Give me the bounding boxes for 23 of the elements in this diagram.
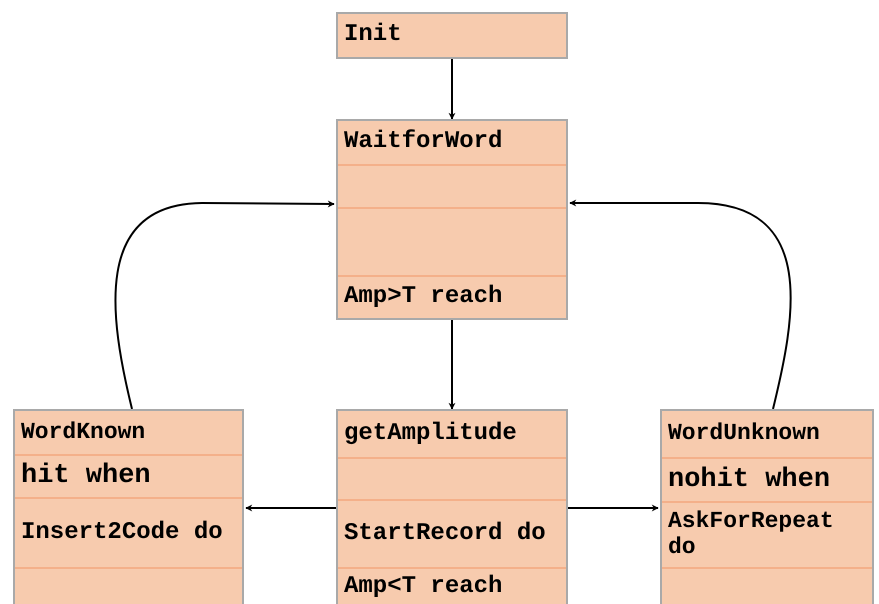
arrow	[448, 320, 456, 410]
arrow	[569, 200, 792, 410]
state-box	[336, 12, 568, 59]
state-box	[660, 409, 874, 604]
state-row-text: Amp<T reach	[344, 574, 502, 600]
state-box	[13, 409, 244, 604]
arrow	[245, 504, 336, 512]
arrow	[448, 59, 456, 120]
arrow	[568, 504, 659, 512]
state-box	[336, 409, 568, 604]
state-row-text: Amp>T reach	[344, 284, 502, 311]
state-name: getAmplitude	[344, 420, 517, 448]
state-name: WordKnown	[21, 420, 146, 446]
state-name: WordUnknown	[668, 421, 820, 447]
state-name: WaitforWord	[344, 129, 502, 156]
arrow	[114, 200, 335, 410]
state-name: Init	[344, 22, 402, 49]
state-row-text: Insert2Code do	[21, 520, 223, 546]
state-row-text: AskForRepeat do	[668, 509, 835, 561]
state-row-text: nohit when	[668, 464, 830, 496]
state-box	[336, 119, 568, 320]
state-row-text: hit when	[21, 461, 151, 492]
state-row-text: StartRecord do	[344, 520, 546, 548]
